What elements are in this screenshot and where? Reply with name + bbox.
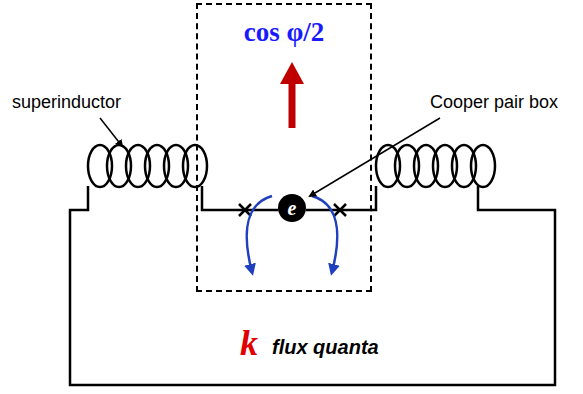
- part-label: superinductor: [12, 92, 121, 113]
- electron-circle: e: [278, 194, 306, 222]
- node-text: cos φ/2: [198, 17, 370, 48]
- spin-arrow-head: [280, 62, 304, 84]
- tunneling-arrow: [312, 196, 337, 272]
- leader-line: [310, 118, 440, 196]
- part-label: Cooper pair box: [430, 92, 558, 113]
- superinductor-coil: [88, 145, 495, 187]
- node-text: e: [288, 198, 297, 218]
- spin-arrow: [289, 82, 296, 128]
- loop-wire: [70, 186, 555, 385]
- flux-label: flux quanta: [272, 336, 379, 359]
- flux-number: k: [240, 322, 258, 364]
- leader-line: [100, 118, 122, 146]
- tunneling-arrow: [247, 196, 272, 272]
- cooper-pair-box-region: cos φ/2 e: [196, 3, 372, 292]
